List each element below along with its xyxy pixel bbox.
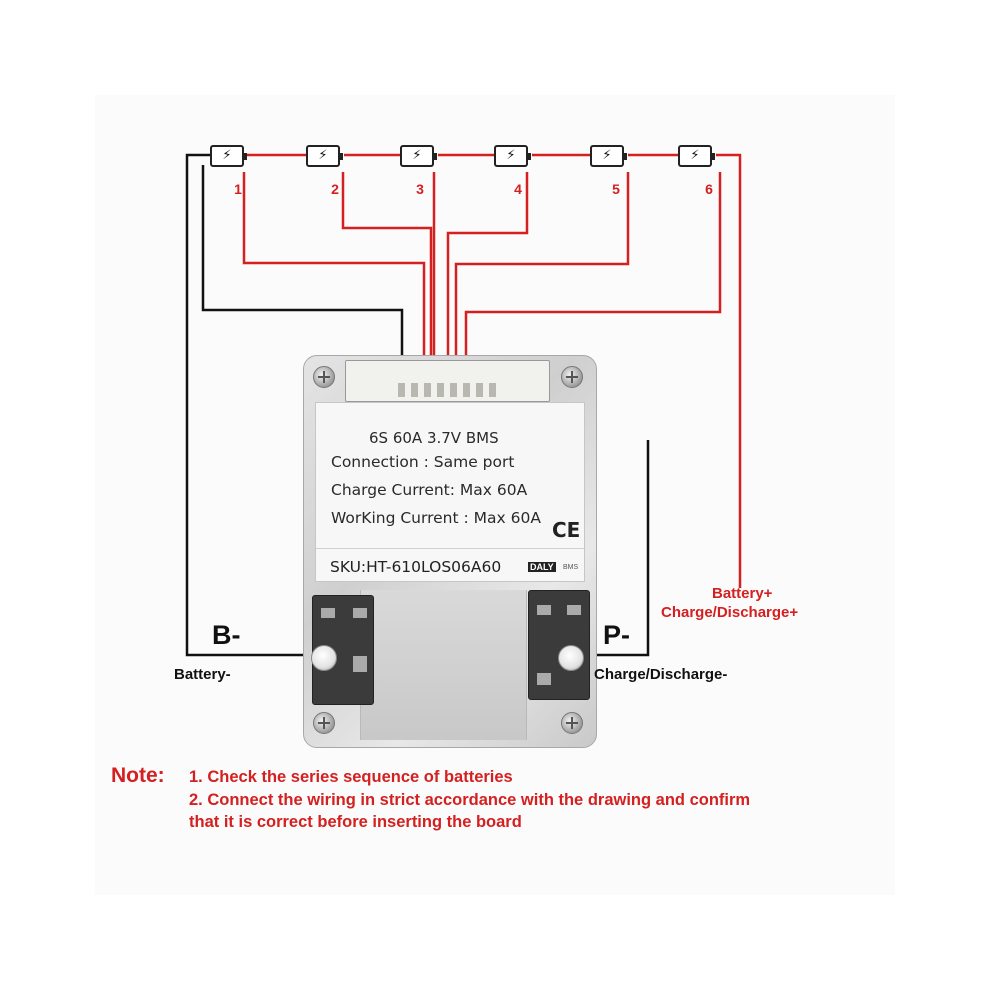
b-minus-terminal-hole [311, 645, 337, 671]
note-title: Note: [111, 764, 165, 787]
p-minus-terminal-pad [528, 590, 590, 700]
cell-number-2: 2 [331, 181, 339, 197]
ce-mark: CE [552, 518, 581, 542]
lightning-icon: ⚡ [412, 148, 422, 163]
charge-discharge-minus-wire [575, 440, 650, 657]
sku-row: SKU:HT-610LOS06A60 DALY BMS [316, 548, 584, 583]
note-line-3: that it is correct before inserting the … [189, 813, 522, 831]
charge-discharge-plus-label: Charge/Discharge+ [661, 604, 799, 621]
balance-wire-2 [341, 172, 433, 362]
brand-logo: DALY [528, 562, 556, 572]
note-line-2: 2. Connect the wiring in strict accordan… [189, 791, 751, 809]
sku-text: SKU:HT-610LOS06A60 [330, 558, 502, 576]
lightning-icon: ⚡ [318, 148, 328, 163]
battery-cell-5: ⚡ [590, 145, 627, 167]
b-minus-label: B- [212, 620, 241, 650]
bms-label-card: 6S 60A 3.7V BMS Connection : Same port C… [315, 402, 585, 582]
battery-minus-wire [185, 153, 322, 657]
charge-current-spec: Charge Current: Max 60A [331, 481, 528, 499]
note-line-1: 1. Check the series sequence of batterie… [189, 768, 513, 786]
working-current-spec: WorKing Current : Max 60A [331, 509, 541, 527]
cell-number-5: 5 [612, 181, 620, 197]
lightning-icon: ⚡ [222, 148, 232, 163]
cell-number-4: 4 [514, 181, 522, 197]
p-minus-terminal-hole [558, 645, 584, 671]
screw-icon [313, 366, 335, 388]
heatsink-plate [360, 590, 527, 740]
cell-number-6: 6 [705, 181, 713, 197]
balance-wire-5 [454, 172, 630, 362]
battery-cell-6: ⚡ [678, 145, 715, 167]
screw-icon [561, 366, 583, 388]
battery-cell-2: ⚡ [306, 145, 343, 167]
balance-wire-6 [464, 172, 722, 362]
battery-cell-4: ⚡ [494, 145, 531, 167]
brand-sub: BMS [563, 564, 579, 571]
connection-spec: Connection : Same port [331, 453, 515, 471]
battery-plus-wire [716, 153, 742, 588]
lightning-icon: ⚡ [506, 148, 516, 163]
cell-number-1: 1 [234, 181, 242, 197]
bms-model-title: 6S 60A 3.7V BMS [369, 429, 499, 447]
balance-wire-1 [242, 172, 426, 362]
lightning-icon: ⚡ [602, 148, 612, 163]
battery-minus-label: Battery- [174, 666, 231, 683]
screw-icon [561, 712, 583, 734]
battery-cell-1: ⚡ [210, 145, 247, 167]
battery-plus-label: Battery+ [712, 585, 773, 602]
cell-number-3: 3 [416, 181, 424, 197]
lightning-icon: ⚡ [690, 148, 700, 163]
charge-discharge-minus-label: Charge/Discharge- [594, 666, 728, 683]
balance-connector [345, 360, 550, 402]
screw-icon [313, 712, 335, 734]
balance-wire-4 [446, 172, 529, 362]
p-minus-label: P- [603, 620, 630, 650]
balance-wire-0 [201, 165, 404, 362]
battery-cell-3: ⚡ [400, 145, 437, 167]
